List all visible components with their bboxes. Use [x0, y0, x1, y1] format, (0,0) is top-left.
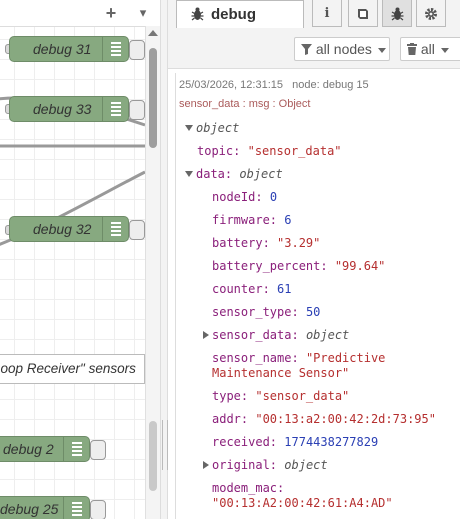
workspace-header: + ▾ — [0, 0, 160, 27]
field-row: received: 1774438277829 — [212, 435, 379, 449]
vertical-scrollbar[interactable] — [145, 26, 160, 519]
debug-node[interactable]: debug 2 — [0, 436, 90, 462]
message-timestamp: 25/03/2026, 12:31:15 — [179, 79, 283, 91]
debug-list-icon — [63, 437, 90, 461]
trash-icon — [407, 43, 417, 55]
tab-debug-label: debug — [211, 6, 256, 23]
original-object-row[interactable]: original: object — [203, 458, 328, 473]
field-row: sensor_type: 50 — [212, 305, 321, 319]
expand-down-icon[interactable] — [185, 171, 193, 177]
field-row: sensor_name: "Predictive — [212, 351, 386, 365]
field-row: counter: 61 — [212, 282, 292, 296]
debug-sidebar: debug i all nodes all 25/03/2026, 12:31:… — [168, 0, 460, 519]
field-row: addr: "00:13:a2:00:42:2d:73:95" — [212, 412, 436, 426]
message-path[interactable]: sensor_data : msg : Object — [179, 98, 311, 110]
field-row: battery_percent: "99.64" — [212, 259, 386, 273]
bug-icon — [191, 7, 204, 24]
data-object-row[interactable]: data: object — [185, 167, 283, 182]
field-row: firmware: 6 — [212, 213, 292, 227]
debug-list-icon — [63, 497, 90, 519]
flow-menu-button[interactable]: ▾ — [139, 5, 147, 20]
filter-label: all nodes — [315, 41, 372, 57]
add-flow-button[interactable]: + — [105, 3, 117, 23]
field-row: modem_mac: — [212, 481, 285, 495]
expand-right-icon[interactable] — [203, 461, 209, 469]
book-icon[interactable] — [348, 0, 378, 27]
scroll-up-arrow-icon[interactable] — [148, 30, 158, 36]
sensor-data-object-row[interactable]: sensor_data: object — [203, 328, 349, 343]
debug-toggle-button[interactable] — [129, 100, 145, 120]
sidebar-splitter[interactable] — [160, 0, 168, 519]
chevron-down-icon — [440, 47, 449, 53]
field-row: battery: "3.29" — [212, 236, 321, 250]
clear-label: all — [420, 41, 435, 57]
field-row: nodeId: 0 — [212, 190, 278, 204]
node-label: debug 25 — [0, 501, 59, 517]
debug-node[interactable]: debug 33 — [9, 96, 129, 122]
node-label: debug 31 — [33, 41, 92, 57]
debug-node[interactable]: debug 32 — [9, 216, 129, 242]
debug-message[interactable]: 25/03/2026, 12:31:15 node: debug 15 sens… — [175, 73, 460, 519]
debug-node[interactable]: debug 25 — [0, 496, 90, 519]
field-row-continued: "00:13:A2:00:42:61:A4:AD" — [212, 496, 393, 510]
sidebar-tabs: debug i — [168, 0, 460, 29]
node-label: debug 32 — [33, 221, 92, 237]
debug-list-icon — [102, 97, 129, 121]
debug-toggle-button[interactable] — [129, 220, 145, 240]
flow-workspace[interactable]: + ▾ debug 31 debug 33 debug 32 Loop Rece… — [0, 0, 160, 519]
message-meta: 25/03/2026, 12:31:15 node: debug 15 — [179, 79, 369, 91]
expand-right-icon[interactable] — [203, 331, 209, 339]
splitter-grip[interactable] — [162, 420, 168, 470]
field-row: type: "sensor_data" — [212, 389, 350, 403]
field-row-continued: Maintenance Sensor" — [212, 366, 350, 380]
debug-toggle-button[interactable] — [90, 440, 106, 460]
node-label: debug 2 — [3, 441, 54, 457]
expand-down-icon[interactable] — [185, 125, 193, 131]
comment-text: Loop Receiver" sensors — [0, 361, 136, 376]
message-node-link[interactable]: node: debug 15 — [292, 79, 369, 91]
filter-icon — [301, 44, 312, 55]
topic-row: topic: "sensor_data" — [197, 144, 342, 158]
node-label: debug 33 — [33, 101, 92, 117]
debug-toggle-button[interactable] — [90, 500, 106, 519]
tab-debug[interactable]: debug — [176, 0, 304, 29]
debug-list-icon — [102, 217, 129, 241]
debug-toggle-button[interactable] — [129, 40, 145, 60]
scrollbar-thumb[interactable] — [149, 48, 157, 148]
debug-messages-list[interactable]: 25/03/2026, 12:31:15 node: debug 15 sens… — [168, 69, 460, 519]
filter-nodes-dropdown[interactable]: all nodes — [294, 37, 390, 61]
root-object-row[interactable]: object — [185, 121, 239, 136]
scrollbar-thumb-lower[interactable] — [149, 421, 157, 491]
debug-list-icon — [102, 37, 129, 61]
chevron-down-icon — [377, 47, 386, 53]
debug-node[interactable]: debug 31 — [9, 36, 129, 62]
info-icon[interactable]: i — [312, 0, 342, 27]
gear-icon[interactable] — [416, 0, 446, 27]
debug-toolbar: all nodes all — [168, 28, 460, 69]
clear-messages-dropdown[interactable]: all — [400, 37, 460, 61]
comment-node[interactable]: Loop Receiver" sensors — [0, 354, 145, 384]
bug-icon[interactable] — [382, 0, 412, 27]
